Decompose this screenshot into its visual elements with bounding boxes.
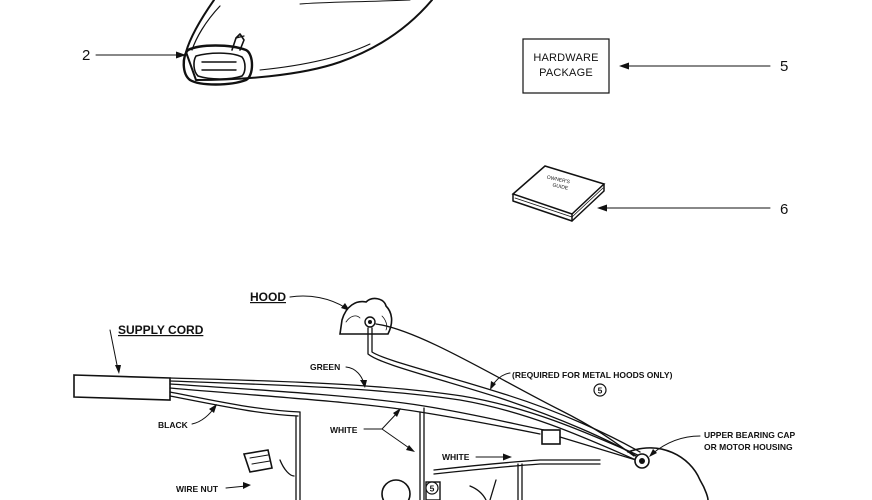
black-label-group: BLACK [158, 404, 217, 430]
hardware-package-box: HARDWARE PACKAGE [522, 38, 610, 94]
lower-ref-group: 5 [425, 481, 439, 495]
supply-cord-label-group: SUPPLY CORD [109, 323, 204, 374]
hood-bracket-illustration [339, 297, 393, 335]
supply-cord-illustration [73, 374, 171, 401]
wire-nut-illustration [242, 449, 273, 473]
required-note: (REQUIRED FOR METAL HOODS ONLY) [512, 370, 673, 380]
white-label-1-group: WHITE [330, 408, 415, 452]
wire-nut-label-group: WIRE NUT [176, 482, 251, 494]
bearing-cap-label-group: UPPER BEARING CAP OR MOTOR HOUSING [649, 430, 795, 457]
white-label-2: WHITE [442, 452, 470, 462]
guide-label-line2: GUIDE [552, 182, 569, 191]
hood-part-illustration [182, 0, 433, 86]
callout-6: 6 [597, 201, 788, 218]
bearing-cap-label-line2: OR MOTOR HOUSING [704, 442, 793, 452]
hood-label-group: HOOD [250, 290, 350, 311]
callout-2: 2 [82, 47, 186, 64]
white-label-1: WHITE [330, 425, 358, 435]
callout-number-2: 2 [82, 47, 90, 64]
green-label: GREEN [310, 362, 340, 372]
wiring-harness [169, 323, 709, 500]
hood-label: HOOD [250, 290, 286, 304]
guide-label-line1: OWNER'S [546, 175, 571, 186]
supply-cord-label: SUPPLY CORD [118, 323, 204, 337]
callout-number-5: 5 [780, 58, 788, 75]
black-label: BLACK [158, 420, 189, 430]
owners-guide-book: OWNER'S GUIDE [511, 165, 606, 222]
wire-nut-label: WIRE NUT [176, 484, 219, 494]
lower-ref-number: 5 [430, 484, 435, 494]
hardware-label-line2: PACKAGE [539, 67, 593, 79]
white-label-2-group: WHITE [442, 452, 512, 462]
required-ref-number: 5 [598, 386, 603, 396]
green-label-group: GREEN [310, 362, 367, 388]
callout-number-6: 6 [780, 201, 788, 218]
bearing-cap-label-line1: UPPER BEARING CAP [704, 430, 795, 440]
required-note-group: (REQUIRED FOR METAL HOODS ONLY) 5 [490, 370, 673, 397]
callout-5: 5 [619, 58, 788, 75]
hardware-label-line1: HARDWARE [533, 52, 598, 64]
